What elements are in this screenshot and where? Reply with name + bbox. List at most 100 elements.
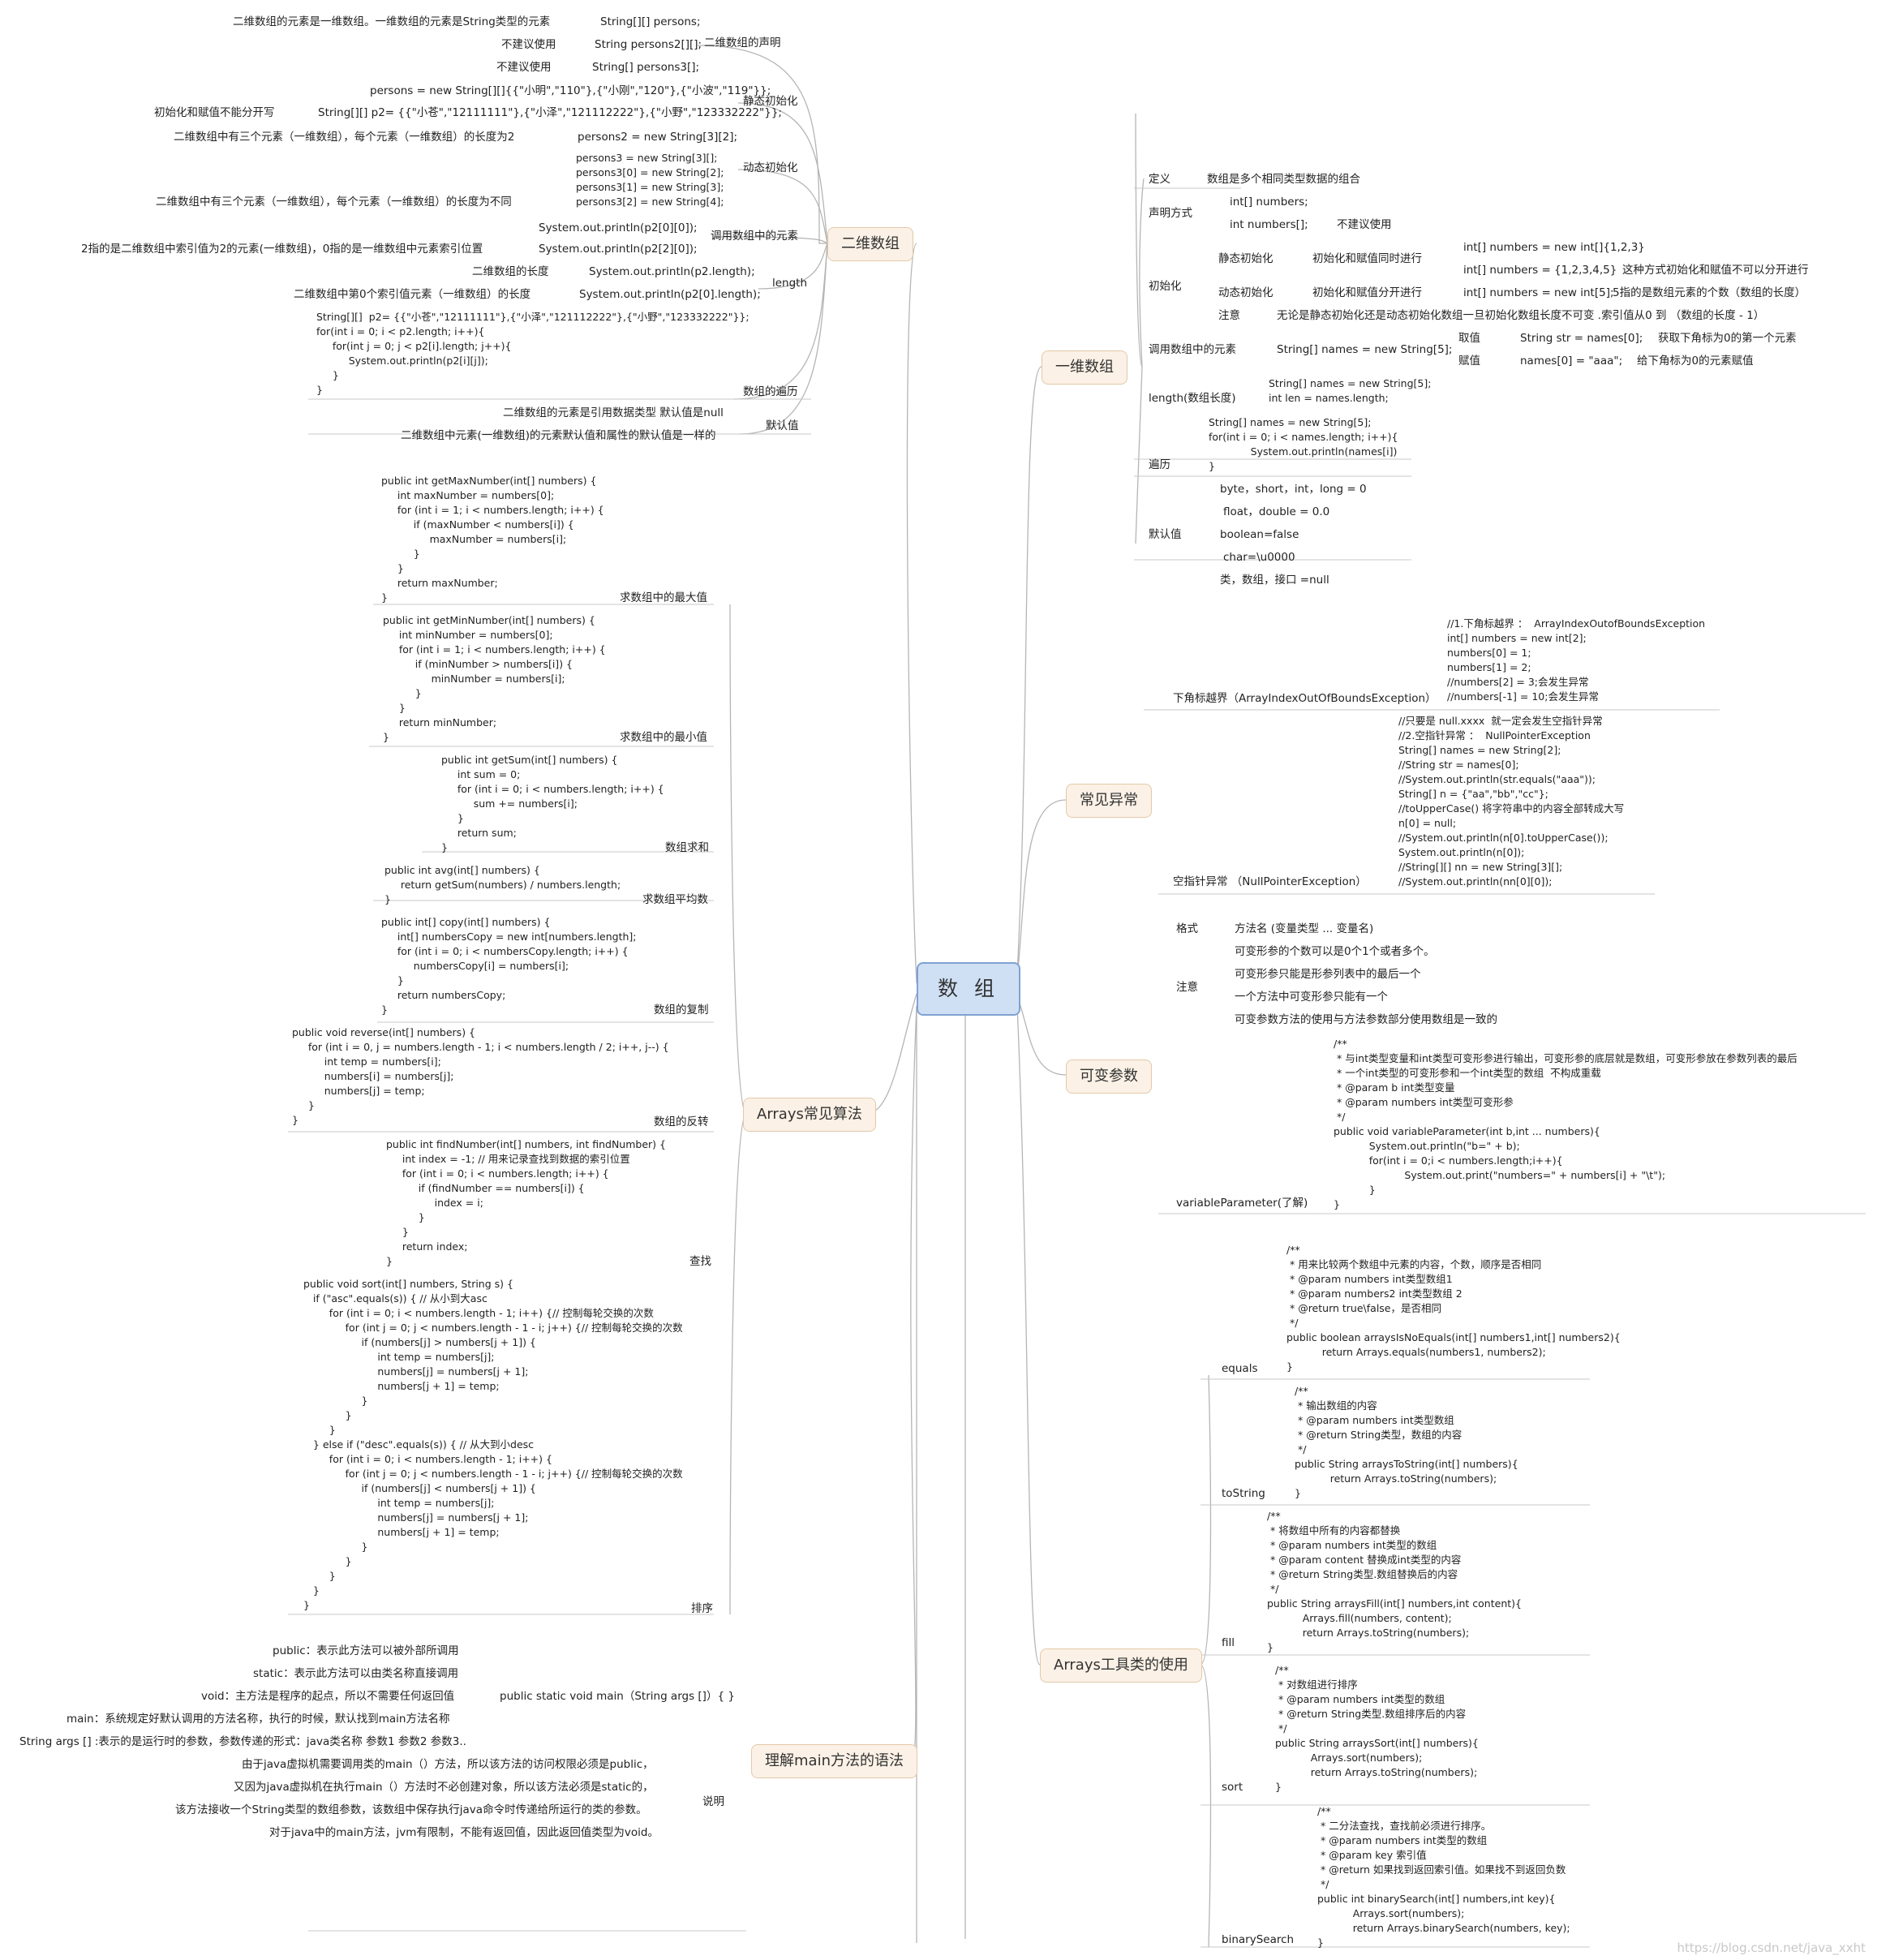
one-dim-get-note: 获取下角标为0的第一个元素 [1658,332,1797,345]
main-explain-label: 说明 [702,1795,724,1808]
two-dim-dynamic-label: 动态初始化 [743,161,798,174]
varargs-method-label: variableParameter(了解) [1176,1197,1308,1210]
two-dim-declare-item-2: String[] persons3[]; [592,61,700,74]
alg-copy-label: 数组的复制 [654,1004,709,1017]
alg-find-code: public int findNumber(int[] numbers, int… [386,1138,666,1267]
one-dim-set-item: names[0] = "aaa"; [1520,355,1623,368]
varargs-method-code: /** * 与int类型变量和int类型可变形参进行输出，可变形参的底层就是数组… [1334,1038,1798,1210]
util-bsearch-code: /** * 二分法查找，查找前必须进行排序。 * @param numbers … [1317,1805,1570,1949]
one-dim-static-item-1: int[] numbers = {1,2,3,4,5} [1463,264,1617,277]
two-dim-declare-note-0: 二维数组的元素是一维数组。一维数组的元素是String类型的元素 [233,15,551,28]
root-node[interactable]: 数 组 [917,962,1020,1016]
alg-sum-code: public int getSum(int[] numbers) { int s… [441,754,664,853]
alg-max-code: public int getMaxNumber(int[] numbers) {… [381,475,604,604]
one-dim-call-item: String[] names = new String[5]; [1277,343,1453,356]
two-dim-length-item-1: System.out.println(p2[0].length); [579,288,761,301]
two-dim-dynamic-code-2: persons3 = new String[3][]; persons3[0] … [576,152,724,208]
alg-avg-label: 求数组平均数 [642,893,708,906]
one-dim-init-label: 初始化 [1149,280,1182,293]
util-equals-label: equals [1222,1362,1258,1375]
branch-exceptions[interactable]: 常见异常 [1066,784,1152,818]
main-sig-item-1: static：表示此方法可以由类名称直接调用 [253,1667,459,1680]
util-fill-code: /** * 将数组中所有的内容都替换 * @param numbers int类… [1267,1510,1522,1653]
two-dim-length-item-0: System.out.println(p2.length); [589,265,755,278]
two-dim-call-item-1: System.out.println(p2[2][0]); [539,243,698,256]
main-explain-item-0: 由于java虚拟机需要调用类的main（）方法，所以该方法的访问权限必须是pub… [242,1758,654,1771]
one-dim-dynamic-item: int[] numbers = new int[5]; [1463,286,1614,299]
one-dim-traverse-label: 遍历 [1149,458,1170,471]
varargs-format-label: 格式 [1176,922,1198,935]
two-dim-length-label: length [772,277,808,290]
branch-varargs[interactable]: 可变参数 [1066,1060,1152,1094]
one-dim-static-label: 静态初始化 [1218,252,1274,265]
one-dim-length-code: String[] names = new String[5]; int len … [1269,377,1432,404]
two-dim-default-item-1: 二维数组中元素(一维数组)的元素默认值和属性的默认值是一样的 [401,429,716,442]
util-tostring-label: toString [1222,1487,1265,1500]
varargs-note-item-3: 可变参数方法的使用与方法参数部分使用数组是一致的 [1235,1013,1497,1026]
main-explain-item-3: 对于java中的main方法，jvm有限制，不能有返回值，因此返回值类型为voi… [269,1826,659,1839]
varargs-note-item-0: 可变形参的个数可以是0个1个或者多个。 [1235,945,1435,958]
util-equals-code: /** * 用来比较两个数组中元素的内容，个数，顺序是否相同 * @param … [1286,1244,1621,1373]
one-dim-length-label: length(数组长度) [1149,392,1236,405]
two-dim-default-label: 默认值 [766,419,799,432]
two-dim-declare-note-2: 不建议使用 [496,61,552,74]
one-dim-default-item-3: char=\u0000 [1223,551,1295,564]
alg-reverse-code: public void reverse(int[] numbers) { for… [292,1026,669,1126]
two-dim-declare-note-1: 不建议使用 [501,38,556,51]
two-dim-call-item-0: System.out.println(p2[0][0]); [539,221,698,234]
two-dim-default-item-0: 二维数组的元素是引用数据类型 默认值是null [503,406,724,419]
one-dim-decl-label: 声明方式 [1149,207,1192,220]
branch-main-method[interactable]: 理解main方法的语法 [751,1744,917,1778]
watermark: https://blog.csdn.net/java_xxht [1677,1941,1866,1955]
alg-sort-code: public void sort(int[] numbers, String s… [303,1278,683,1611]
exc-null-label: 空指针异常 （NullPointerException） [1173,875,1367,888]
alg-min-label: 求数组中的最小值 [620,731,707,744]
one-dim-def-label: 定义 [1149,173,1170,186]
one-dim-note-value: 无论是静态初始化还是动态初始化数组一旦初始化数组长度不可变 .索引值从0 到 （… [1277,309,1765,322]
util-fill-label: fill [1222,1636,1235,1649]
two-dim-static-label: 静态初始化 [743,95,798,108]
branch-algorithms[interactable]: Arrays常见算法 [743,1098,876,1132]
branch-two-dim[interactable]: 二维数组 [827,227,913,261]
main-sig-item-2: void：主方法是程序的起点，所以不需要任何返回值 [201,1690,455,1703]
main-sig-item-4: String args [] :表示的是运行时的参数，参数传递的形式：java类… [19,1735,466,1748]
varargs-note-item-1: 可变形参只能是形参列表中的最后一个 [1235,968,1421,981]
two-dim-dynamic-item-1: persons2 = new String[3][2]; [578,131,738,144]
util-tostring-code: /** * 输出数组的内容 * @param numbers int类型数组 *… [1295,1385,1518,1499]
alg-reverse-label: 数组的反转 [654,1115,709,1128]
branch-arrays-util[interactable]: Arrays工具类的使用 [1040,1648,1202,1683]
alg-sum-label: 数组求和 [665,841,709,854]
one-dim-static-item-0: int[] numbers = new int[]{1,2,3} [1463,241,1645,254]
one-dim-default-label: 默认值 [1149,528,1182,541]
two-dim-length-note-1: 二维数组中第0个索引值元素（一维数组）的长度 [294,288,531,301]
util-bsearch-label: binarySearch [1222,1933,1295,1946]
main-explain-item-1: 又因为java虚拟机在执行main（）方法时不必创建对象，所以该方法必须是sta… [234,1781,654,1794]
varargs-note-label: 注意 [1176,981,1198,994]
two-dim-traverse-label: 数组的遍历 [743,385,798,398]
one-dim-note-label: 注意 [1218,309,1240,322]
main-signature: public static void main（String args []）{… [500,1690,735,1703]
alg-find-label: 查找 [689,1255,711,1268]
two-dim-traverse-code: String[][] p2= {{"小苍","12111111"},{"小泽",… [316,311,750,396]
alg-max-label: 求数组中的最大值 [620,591,707,604]
one-dim-static-sub: 初始化和赋值同时进行 [1312,252,1422,265]
alg-min-code: public int getMinNumber(int[] numbers) {… [383,614,606,743]
two-dim-dynamic-note-1: 二维数组中有三个元素（一维数组），每个元素（一维数组）的长度为2 [174,131,515,144]
two-dim-dynamic-note-2: 二维数组中有三个元素（一维数组），每个元素（一维数组）的长度为不同 [156,196,512,208]
varargs-note-item-2: 一个方法中可变形参只能有一个 [1235,991,1388,1004]
one-dim-default-item-1: float，double = 0.0 [1223,505,1330,518]
one-dim-default-item-0: byte，short，int，long = 0 [1220,483,1367,496]
exc-index-label: 下角标越界（ArrayIndexOutOfBoundsException） [1173,692,1437,705]
two-dim-declare-label: 二维数组的声明 [704,37,781,49]
one-dim-call-label: 调用数组中的元素 [1149,343,1236,356]
two-dim-static-item-0: persons = new String[][]{{"小明","110"},{"… [370,84,771,97]
branch-one-dim[interactable]: 一维数组 [1042,350,1127,385]
main-sig-item-0: public：表示此方法可以被外部所调用 [273,1644,459,1657]
two-dim-call-label: 调用数组中的元素 [711,230,798,243]
one-dim-set-label: 赋值 [1458,355,1480,368]
alg-avg-code: public int avg(int[] numbers) { return g… [384,864,621,905]
one-dim-dynamic-sub: 初始化和赋值分开进行 [1312,286,1422,299]
two-dim-length-note-0: 二维数组的长度 [472,265,549,278]
one-dim-dynamic-note: 5指的是数组元素的个数（数组的长度） [1613,286,1806,299]
